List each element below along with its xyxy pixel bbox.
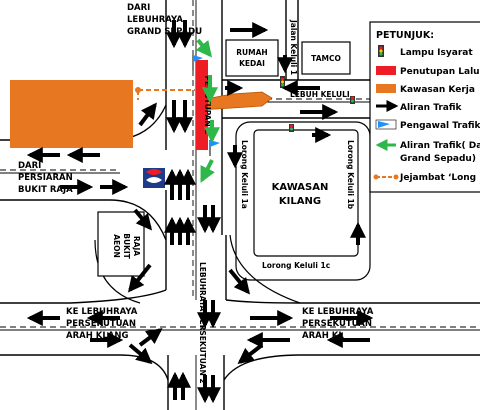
svg-text:BUKIT: BUKIT xyxy=(122,233,131,259)
label-ke-klang: KE LEBUHRAYA PERSEKUTUAN ARAH KLANG xyxy=(66,307,138,341)
svg-text:Kawasan Kerja: Kawasan Kerja xyxy=(400,85,475,95)
svg-text:DARI: DARI xyxy=(18,161,41,171)
svg-text:PERSIARAN: PERSIARAN xyxy=(18,173,73,183)
svg-text:Aliran Trafik: Aliran Trafik xyxy=(400,103,463,113)
building-kawasan-kilang: KAWASAN KILANG xyxy=(272,182,329,207)
svg-text:Penutupan Lalu: Penutupan Lalu xyxy=(400,67,480,77)
work-area-left xyxy=(10,80,133,148)
flag-icon xyxy=(192,55,203,70)
svg-text:PENUTUPAN 2: PENUTUPAN 2 xyxy=(203,76,212,135)
traffic-light-icon xyxy=(350,96,355,104)
building-rumah-kedai: RUMAH KEDAI xyxy=(225,39,279,77)
road-lorong-keluli-1c: Lorong Keluli 1c xyxy=(262,261,330,270)
traffic-light-icon xyxy=(280,76,285,88)
svg-text:RUMAH: RUMAH xyxy=(236,48,267,57)
svg-text:PERSEKUTUAN: PERSEKUTUAN xyxy=(66,319,136,329)
svg-text:KE LEBUHRAYA: KE LEBUHRAYA xyxy=(302,307,374,317)
svg-text:ARAH KL: ARAH KL xyxy=(302,331,344,341)
svg-text:ARAH KLANG: ARAH KLANG xyxy=(66,331,128,341)
legend: PETUNJUK: Lampu Isyarat Penutupan Lalu K… xyxy=(369,21,480,193)
svg-text:GRAND SEPADU: GRAND SEPADU xyxy=(127,27,202,37)
svg-text:Grand Sepadu): Grand Sepadu) xyxy=(400,154,476,164)
orange-box-icon xyxy=(376,84,396,93)
svg-text:KAWASAN: KAWASAN xyxy=(272,182,329,193)
svg-text:TAMCO: TAMCO xyxy=(311,54,341,63)
label-dari-bukit-raja: DARI PERSIARAN BUKIT RAJA xyxy=(18,161,73,195)
svg-text:Pengawal Trafik: Pengawal Trafik xyxy=(400,121,480,131)
road-lebuhraya-persekutuan: LEBUHRAYA PERSEKUTUAN 2 xyxy=(198,262,207,384)
svg-text:RAJA: RAJA xyxy=(132,236,141,256)
svg-text:Aliran Trafik( Da: Aliran Trafik( Da xyxy=(400,141,480,151)
label-ke-kl: KE LEBUHRAYA PERSEKUTUAN ARAH KL xyxy=(302,307,374,341)
legend-title: PETUNJUK: xyxy=(376,30,434,41)
building-tamco: TAMCO xyxy=(301,41,351,75)
label-dari-grand-sepadu: DARI LEBUHRAYA GRAND SEPADU xyxy=(127,3,202,37)
road-closure: PENUTUPAN 2 xyxy=(196,60,212,150)
petrol-station-icon xyxy=(143,168,165,188)
svg-text:BUKIT RAJA: BUKIT RAJA xyxy=(18,185,73,195)
svg-text:KE LEBUHRAYA: KE LEBUHRAYA xyxy=(66,307,138,317)
dashed-line-icon xyxy=(373,174,399,180)
traffic-flow-arrows xyxy=(26,20,374,404)
flag-icon xyxy=(375,119,397,130)
svg-text:DARI: DARI xyxy=(127,3,150,13)
svg-text:Lampu Isyarat: Lampu Isyarat xyxy=(400,48,473,58)
svg-text:AEON: AEON xyxy=(112,234,121,258)
svg-text:Jejambat ‘Long: Jejambat ‘Long xyxy=(399,173,476,183)
road-lorong-keluli-1a: Lorong Keluli 1a xyxy=(240,140,249,209)
svg-text:LEBUHRAYA: LEBUHRAYA xyxy=(127,15,183,25)
road-lorong-keluli-1b: Lorong Keluli 1b xyxy=(346,140,355,210)
svg-text:KILANG: KILANG xyxy=(279,196,321,207)
flag-icon xyxy=(209,140,220,156)
road-lebuh-keluli: LEBUH KELULI xyxy=(290,90,350,99)
traffic-light-icon xyxy=(289,124,294,132)
green-diversion-arrows xyxy=(195,38,220,183)
traffic-light-icon xyxy=(378,45,384,57)
svg-text:KEDAI: KEDAI xyxy=(239,59,265,68)
svg-text:PERSEKUTUAN: PERSEKUTUAN xyxy=(302,319,372,329)
factory-ring-road xyxy=(235,121,371,281)
red-box-icon xyxy=(376,66,396,75)
building-aeon: AEON BUKIT RAJA xyxy=(97,211,145,277)
road-jalan-keluli-1: Jalan Keluli 1 xyxy=(289,19,298,75)
